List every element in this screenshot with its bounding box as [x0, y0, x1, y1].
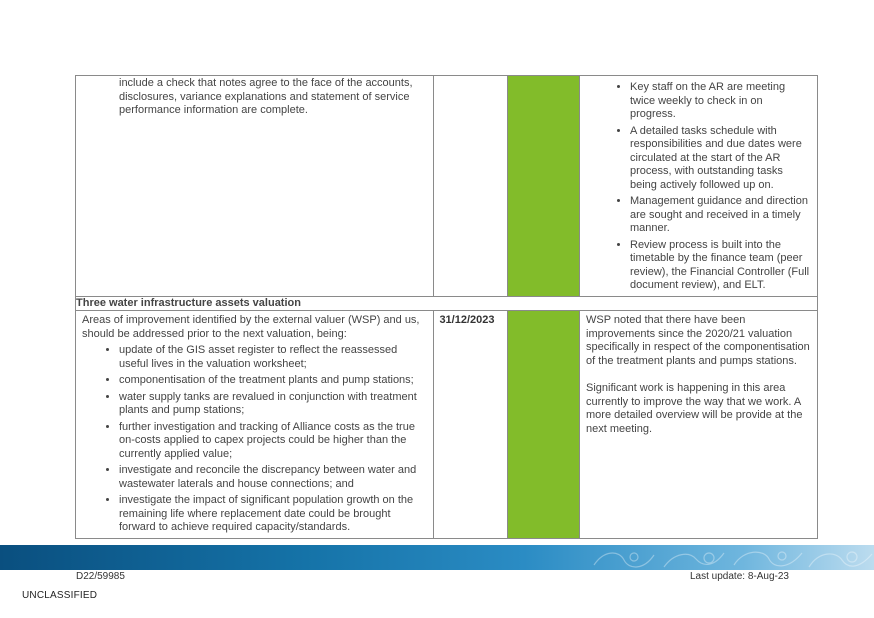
classification-label: UNCLASSIFIED	[22, 590, 98, 601]
list-item: further investigation and tracking of Al…	[119, 421, 427, 462]
list-item: A detailed tasks schedule with responsib…	[630, 125, 811, 193]
response-paragraph: Significant work is happening in this ar…	[586, 382, 803, 435]
response-cell: Key staff on the AR are meeting twice we…	[579, 75, 818, 297]
list-item: investigate and reconcile the discrepanc…	[119, 464, 427, 491]
list-item: Management guidance and direction are so…	[630, 195, 811, 236]
response-cell: WSP noted that there have been improveme…	[579, 310, 818, 539]
list-item: update of the GIS asset register to refl…	[119, 344, 427, 371]
list-item: Key staff on the AR are meeting twice we…	[630, 81, 811, 122]
response-list: Key staff on the AR are meeting twice we…	[580, 81, 817, 293]
footer-band	[0, 545, 874, 570]
section-header-row: Three water infrastructure assets valuat…	[75, 295, 818, 311]
status-cell-green	[506, 310, 581, 539]
finding-cell: Areas of improvement identified by the e…	[74, 310, 435, 539]
last-update: Last update: 8-Aug-23	[690, 571, 789, 582]
list-item: Review process is built into the timetab…	[630, 239, 811, 293]
list-item: componentisation of the treatment plants…	[119, 374, 427, 388]
status-cell-green	[506, 75, 581, 297]
due-date: 31/12/2023	[439, 314, 495, 326]
finding-list: update of the GIS asset register to refl…	[76, 344, 433, 535]
table-row: Areas of improvement identified by the e…	[74, 310, 818, 539]
date-cell: 31/12/2023	[433, 310, 508, 539]
list-item: investigate the impact of significant po…	[119, 494, 427, 535]
table-row: include a check that notes agree to the …	[74, 75, 818, 297]
finding-intro: Areas of improvement identified by the e…	[82, 314, 420, 340]
section-title: Three water infrastructure assets valuat…	[75, 295, 818, 311]
finding-cell: include a check that notes agree to the …	[74, 75, 435, 297]
decorative-pattern-icon	[593, 551, 873, 568]
document-reference: D22/59985	[76, 571, 125, 582]
list-item: water supply tanks are revalued in conju…	[119, 391, 427, 418]
response-paragraph: WSP noted that there have been improveme…	[586, 314, 810, 367]
finding-text: include a check that notes agree to the …	[119, 77, 413, 116]
findings-table: include a check that notes agree to the …	[74, 75, 818, 539]
date-cell	[433, 75, 508, 297]
